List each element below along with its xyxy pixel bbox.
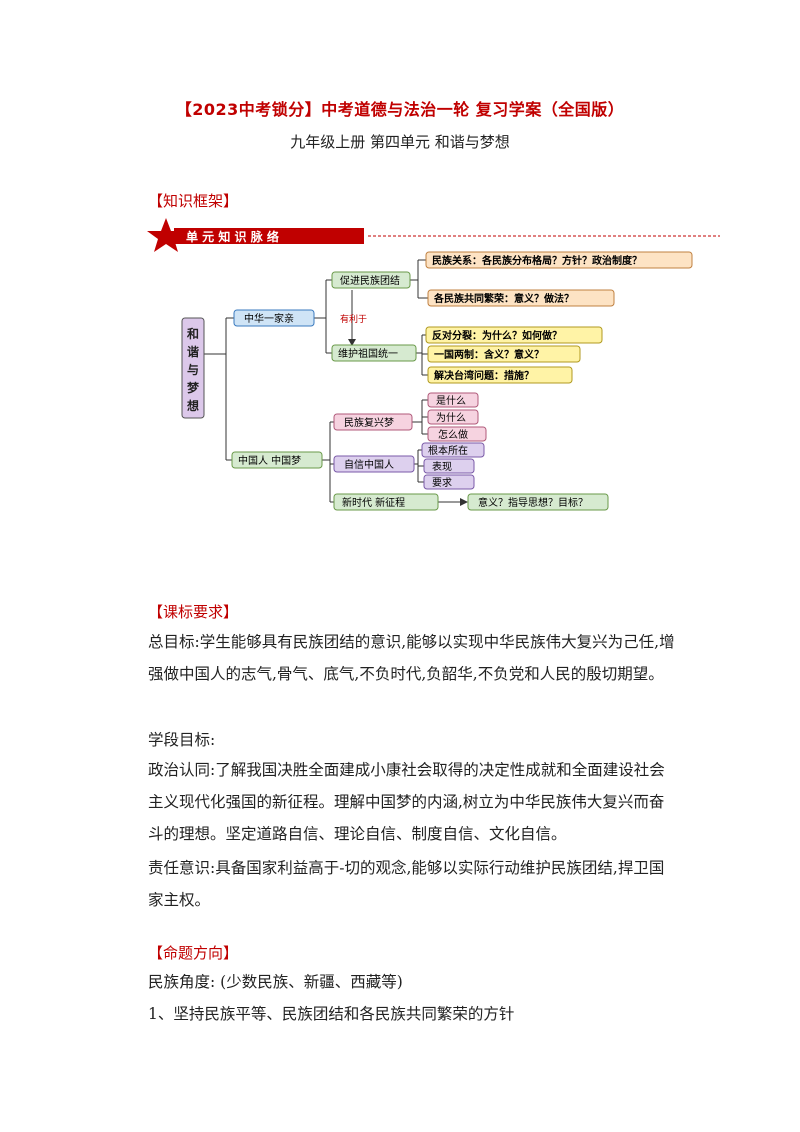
leaf-node-prosperity bbox=[427, 289, 615, 307]
root-label: 和谐与梦想 bbox=[186, 326, 200, 413]
leaf-label-new-era-goals: 意义？指导思想？目标？ bbox=[478, 496, 588, 509]
section-standard: 【课标要求】 bbox=[148, 603, 239, 621]
section-framework: 【知识框架】 bbox=[148, 192, 239, 210]
direction-ethnic-angle: 民族角度: (少数民族、新疆、西藏等) bbox=[148, 973, 403, 991]
leaf-node-how bbox=[427, 426, 487, 442]
banner: 单 元 知 识 脉 络 bbox=[147, 218, 720, 252]
branch-node-1 bbox=[233, 309, 315, 327]
leaf-label-ethnic-relations: 民族关系：各民族分布格局？方针？政治制度？ bbox=[432, 254, 642, 267]
leaf-node-taiwan bbox=[427, 366, 573, 384]
leaf-label-how: 怎么做 bbox=[438, 428, 468, 441]
leaf-label-manifest: 表现 bbox=[432, 460, 452, 473]
banner-text: 单 元 知 识 脉 络 bbox=[186, 229, 279, 244]
link-label: 有利于 bbox=[340, 313, 367, 325]
leaf-node-root-cause bbox=[421, 442, 485, 458]
direction-item-1: 1、坚持民族平等、民族团结和各民族共同繁荣的方针 bbox=[148, 1005, 515, 1023]
leaf-label-what: 是什么 bbox=[436, 395, 466, 407]
leaf-label-one-country: 一国两制：含义？意义？ bbox=[434, 348, 544, 361]
child-label-new-era: 新时代 新征程 bbox=[342, 496, 405, 509]
leaf-node-one-country bbox=[427, 345, 581, 363]
branch-node-2 bbox=[231, 451, 323, 469]
root-node bbox=[181, 317, 205, 419]
connectors bbox=[202, 259, 428, 503]
branch-label-2: 中国人 中国梦 bbox=[238, 454, 301, 467]
child-node-confident bbox=[333, 455, 415, 473]
standard-stage-goal: 学段目标: bbox=[148, 731, 216, 749]
child-label-confident: 自信中国人 bbox=[344, 458, 394, 471]
child-label-unity: 促进民族团结 bbox=[340, 274, 400, 287]
leaf-node-manifest bbox=[423, 458, 475, 474]
leaf-node-what bbox=[427, 392, 479, 408]
child-node-unity bbox=[331, 271, 411, 289]
child-node-reunify bbox=[331, 344, 417, 362]
star-icon bbox=[147, 218, 185, 252]
leaf-label-why: 为什么 bbox=[436, 412, 466, 424]
leaf-label-root-cause: 根本所在 bbox=[428, 444, 468, 457]
child-label-revival: 民族复兴梦 bbox=[344, 416, 394, 429]
standard-political-identity: 政治认同:了解我国决胜全面建成小康社会取得的决定性成就和全面建设社会主义现代化强… bbox=[148, 761, 665, 843]
leaf-node-why bbox=[427, 409, 479, 425]
child-node-new-era bbox=[333, 493, 439, 511]
child-node-revival bbox=[333, 413, 413, 431]
leaf-node-ethnic-relations bbox=[425, 251, 693, 269]
leaf-node-new-era-goals bbox=[467, 493, 609, 511]
document-title: 【2023中考锁分】中考道德与法治一轮 复习学案（全国版） bbox=[175, 100, 625, 119]
knowledge-mindmap: 单 元 知 识 脉 络 有利于 和谐与梦想 中华一家亲 促进民族团结 维护祖国统… bbox=[147, 218, 720, 511]
leaf-label-anti-split: 反对分裂：为什么？如何做？ bbox=[432, 329, 562, 342]
leaf-label-require: 要求 bbox=[432, 477, 452, 489]
document-subtitle: 九年级上册 第四单元 和谐与梦想 bbox=[290, 133, 510, 151]
section-direction: 【命题方向】 bbox=[148, 944, 239, 962]
standard-overall-goal: 总目标:学生能够具有民族团结的意识,能够以实现中华民族伟大复兴为己任,增强做中国… bbox=[148, 633, 675, 683]
leaf-node-anti-split bbox=[425, 326, 603, 344]
branch-label-1: 中华一家亲 bbox=[244, 312, 294, 325]
leaf-label-taiwan: 解决台湾问题：措施？ bbox=[434, 369, 534, 382]
leaf-node-require bbox=[423, 474, 475, 490]
standard-responsibility: 责任意识:具备国家利益高于-切的观念,能够以实际行动维护民族团结,捍卫国家主权。 bbox=[148, 859, 665, 909]
leaf-label-prosperity: 各民族共同繁荣：意义？做法？ bbox=[433, 292, 574, 305]
child-label-reunify: 维护祖国统一 bbox=[338, 347, 398, 360]
